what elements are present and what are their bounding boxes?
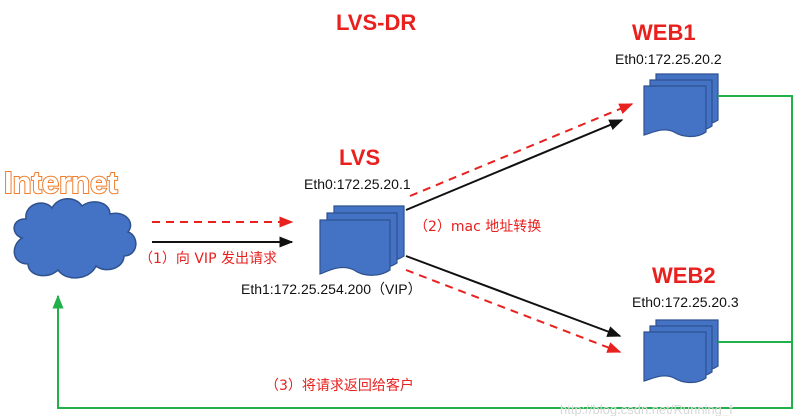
lvs-to-web1-dashed xyxy=(409,103,634,197)
web1-return-line xyxy=(718,95,793,343)
web1-server-icon xyxy=(643,73,719,138)
step1-label: （1）向 VIP 发出请求 xyxy=(139,251,277,267)
lvs-eth0-label: Eth0:172.25.20.1 xyxy=(304,176,411,192)
lvs-server-icon xyxy=(319,205,405,276)
step3-label: （3）将请求返回给客户 xyxy=(265,377,414,394)
web1-eth0-label: Eth0:172.25.20.2 xyxy=(615,51,722,67)
web2-eth0-label: Eth0:172.25.20.3 xyxy=(632,294,739,310)
web2-server-icon xyxy=(643,319,719,384)
cloud-icon xyxy=(13,198,137,279)
web2-label: WEB2 xyxy=(652,263,716,288)
internet-label: Internet xyxy=(4,165,118,200)
lvs-to-web2-solid xyxy=(405,255,622,337)
watermark: http://blog.csdn.net/Running_f xyxy=(560,402,733,416)
lvs-to-web2-dashed xyxy=(405,269,622,353)
lvs-eth1-label: Eth1:172.25.254.200（VIP） xyxy=(241,281,422,297)
step2-label: （2）mac 地址转换 xyxy=(414,218,541,235)
diagram-title: LVS-DR xyxy=(336,10,416,35)
lvs-to-web1-solid xyxy=(405,119,624,211)
web1-label: WEB1 xyxy=(632,20,696,45)
lvs-label: LVS xyxy=(339,145,380,170)
return-path-arrow xyxy=(52,294,793,409)
